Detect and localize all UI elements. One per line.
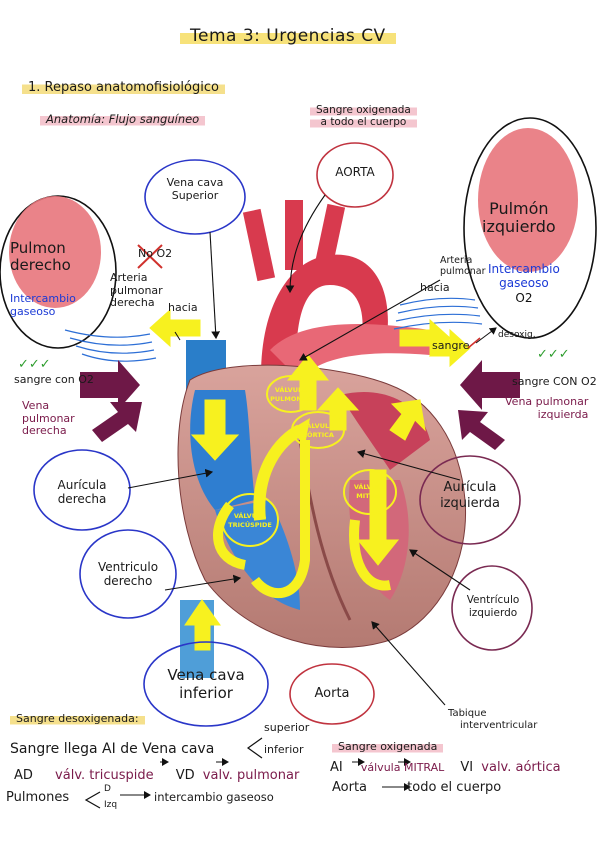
sangre-con-o2-left: sangre con O2 bbox=[14, 373, 94, 386]
valvula-aortica-label-2: AÓRTICA bbox=[302, 430, 334, 439]
tabique-label: Tabique interventricular bbox=[448, 708, 538, 731]
sangre-right-label: sangre bbox=[432, 339, 470, 352]
leader-lines bbox=[127, 194, 471, 706]
right-lung-label: Pulmon derecho bbox=[10, 239, 71, 274]
left-lung-label: Pulmón izquierdo bbox=[482, 199, 556, 236]
valve-outlines bbox=[221, 375, 397, 547]
arteria-pulmonar-izq-label: Arteria pulmonar bbox=[440, 255, 486, 277]
summary-left-inf: inferior bbox=[264, 743, 304, 756]
hacia-left-label: hacia bbox=[168, 301, 198, 314]
summary-left-d: D bbox=[104, 784, 111, 794]
summary-left-heading: Sangre desoxigenada: bbox=[10, 712, 145, 725]
hacia-right-label: hacia bbox=[420, 281, 450, 294]
summary-left-izq: Izq bbox=[104, 800, 118, 810]
arteria-pulmonar-derecha-label: Arteria pulmonar derecha bbox=[110, 271, 163, 310]
left-lung bbox=[463, 117, 597, 339]
valve-labels: VÁLVULA PULMONAR VÁLVULA AÓRTICA VÁLVULA… bbox=[228, 385, 386, 529]
checks-right: ✓✓✓ bbox=[537, 347, 570, 362]
sangre-con-o2-right: sangre CON O2 bbox=[512, 375, 597, 388]
subsection-heading: Anatomía: Flujo sanguíneo bbox=[40, 112, 206, 126]
aorta-top-label: AORTA bbox=[335, 165, 375, 179]
valvula-mitral-label-2: MITRAL bbox=[356, 492, 384, 500]
valvula-aortica-label-1: VÁLVULA bbox=[302, 421, 334, 430]
auricula-derecha-label: Aurícula derecha bbox=[57, 478, 107, 507]
valvula-pulmonar-label-1: VÁLVULA bbox=[275, 385, 307, 394]
sangre-oxigenada-label: Sangre oxigenada a todo el cuerpo bbox=[310, 104, 417, 129]
vena-pulmonar-izquierda-label: Vena pulmonar izquierda bbox=[505, 395, 589, 421]
summary-right-heading: Sangre oxigenada bbox=[332, 740, 444, 753]
checks-left: ✓✓✓ bbox=[18, 357, 51, 372]
flow-arrows bbox=[149, 308, 471, 651]
left-ripples bbox=[64, 329, 157, 362]
left-lung-exchange: Intercambio gaseoso O2 bbox=[488, 262, 560, 305]
right-lung-exchange: Intercambio gaseoso bbox=[10, 292, 76, 319]
summary-left-exchange: intercambio gaseoso bbox=[154, 790, 274, 804]
summary-right-line1: AI válvula MITRAL VI valv. aórtica bbox=[330, 760, 561, 775]
bubbles bbox=[33, 142, 533, 727]
valvula-tricuspide-label-1: VÁLVULA bbox=[234, 511, 266, 520]
auricula-izquierda-label: Aurícula izquierda bbox=[440, 480, 500, 511]
summary-left-line2: AD válv. tricuspide VD valv. pulmonar bbox=[14, 768, 300, 783]
maroon-arrows bbox=[80, 360, 520, 450]
desoxig-label: desoxig. bbox=[498, 330, 536, 340]
vena-pulmonar-derecha-label: Vena pulmonar derecha bbox=[22, 399, 75, 438]
valvula-tricuspide-label-2: TRICÚSPIDE bbox=[228, 520, 272, 529]
summary-left-line3: Pulmones bbox=[6, 790, 70, 805]
valvula-pulmonar-label-2: PULMONAR bbox=[270, 395, 312, 403]
summary-left-sup: superior bbox=[264, 721, 310, 734]
ventriculo-derecho-label: Ventriculo derecho bbox=[97, 560, 159, 589]
section-heading: 1. Repaso anatomofisiológico bbox=[22, 80, 225, 95]
right-ripples bbox=[393, 297, 483, 330]
valvula-mitral-label-1: VÁLVULA bbox=[354, 482, 386, 491]
vena-cava-superior-label: Vena cava Superior bbox=[166, 176, 224, 203]
aorta-bottom-label: Aorta bbox=[314, 686, 350, 701]
ventriculo-izquierdo-label: Ventrículo izquierdo bbox=[466, 594, 520, 619]
summary-right-line2: Aorta todo el cuerpo bbox=[332, 780, 502, 795]
right-lung bbox=[0, 195, 117, 349]
vena-cava-inferior-label: Vena cava inferior bbox=[167, 666, 245, 702]
page-title: Tema 3: Urgencias CV bbox=[180, 26, 396, 46]
summary-left-line1: Sangre llega AI de Vena cava bbox=[10, 741, 215, 757]
no-o2-label: No O2 bbox=[138, 247, 173, 260]
